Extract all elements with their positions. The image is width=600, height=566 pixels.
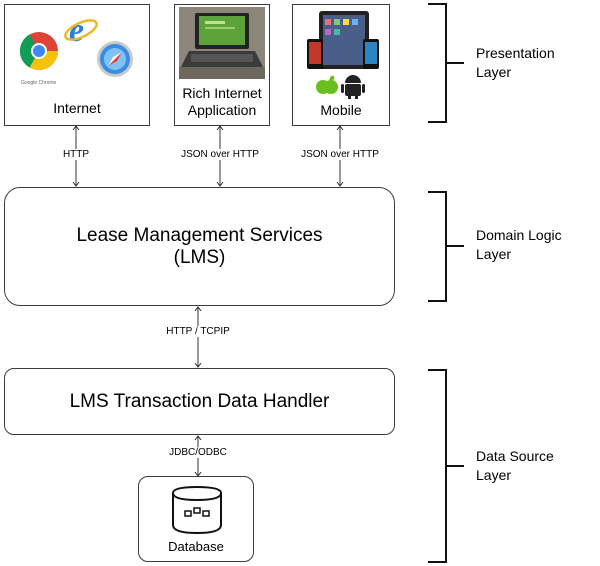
presentation-layer-line1: Presentation: [476, 45, 555, 61]
domain-layer-line1: Domain Logic: [476, 227, 562, 243]
data-source-bracket: [428, 369, 464, 563]
ria-label-line1: Rich Internet: [182, 85, 262, 101]
ria-label-line2: Application: [187, 102, 257, 118]
lms-handler-protocol-label: HTTP / TCPIP: [148, 326, 248, 337]
android-icon: [341, 75, 365, 99]
handler-box[interactable]: LMS Transaction Data Handler: [4, 368, 395, 435]
laptop-icon: [179, 7, 265, 79]
data-source-layer-label: Data Source Layer: [476, 447, 554, 485]
data-source-layer-line2: Layer: [476, 467, 512, 483]
internet-box[interactable]: e Google Chrome Internet: [4, 4, 150, 126]
safari-icon: [97, 41, 133, 77]
domain-layer-label: Domain Logic Layer: [476, 226, 562, 264]
handler-title: LMS Transaction Data Handler: [69, 391, 330, 412]
chrome-caption: Google Chrome: [21, 80, 57, 86]
apple-icon: [316, 75, 338, 94]
lms-title-line1: Lease Management Services: [76, 225, 323, 246]
browser-icons: e Google Chrome: [19, 12, 133, 86]
presentation-bracket: [428, 3, 464, 123]
presentation-layer-line2: Layer: [476, 64, 512, 80]
database-label: Database: [168, 539, 224, 554]
devices-icon: [307, 11, 379, 99]
data-source-layer-line1: Data Source: [476, 448, 554, 464]
domain-layer-line2: Layer: [476, 246, 512, 262]
internet-explorer-icon: e: [64, 12, 98, 49]
internet-protocol-label: HTTP: [46, 149, 106, 160]
mobile-box[interactable]: Mobile: [292, 4, 390, 126]
mobile-protocol-label: JSON over HTTP: [290, 149, 390, 160]
lms-box[interactable]: Lease Management Services (LMS): [4, 187, 395, 306]
lms-title-line2: (LMS): [173, 247, 226, 268]
svg-text:e: e: [69, 12, 84, 49]
ria-protocol-label: JSON over HTTP: [170, 149, 270, 160]
ria-box[interactable]: Rich Internet Application: [174, 4, 270, 126]
presentation-layer-label: Presentation Layer: [476, 44, 555, 82]
internet-label: Internet: [53, 100, 101, 116]
mobile-label: Mobile: [320, 102, 362, 118]
handler-db-protocol-label: JDBC/ODBC: [158, 447, 238, 458]
chrome-icon: [19, 32, 59, 71]
database-icon: [172, 485, 222, 535]
domain-bracket: [428, 191, 464, 302]
database-box[interactable]: Database: [138, 476, 254, 562]
